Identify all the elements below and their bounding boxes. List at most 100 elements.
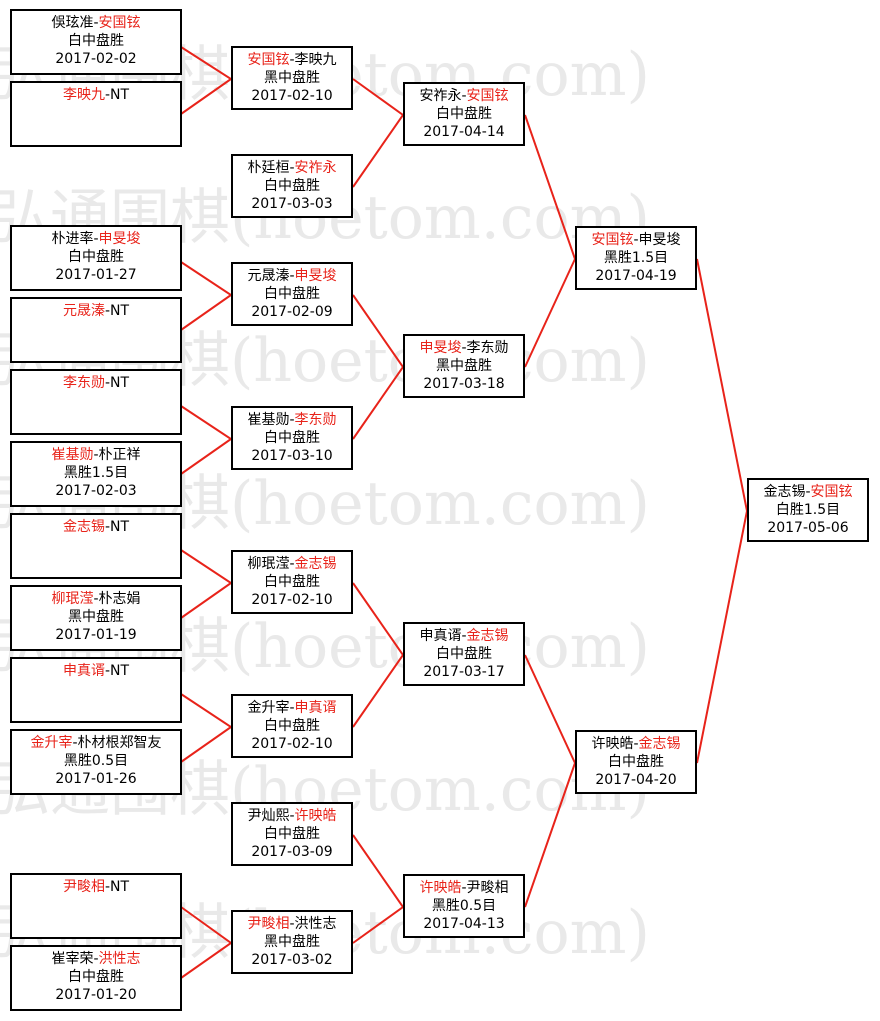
match-box-r2-6: 金升宰-申真谞 白中盘胜 2017-02-10 bbox=[231, 694, 353, 758]
match-players: 朴廷桓-安祚永 bbox=[247, 160, 337, 176]
player-name: 朴志娟 bbox=[98, 591, 141, 607]
player-name: 尹灿熙 bbox=[247, 808, 290, 824]
match-players: 尹畯相-洪性志 bbox=[247, 916, 337, 932]
match-players: 柳珉滢-朴志娟 bbox=[51, 591, 141, 607]
match-players: 元晟溱-NT bbox=[62, 303, 130, 319]
match-result: 白中盘胜 bbox=[68, 249, 124, 265]
connector-line bbox=[180, 549, 233, 619]
player-name: NT bbox=[110, 519, 130, 535]
player-name: 柳珉滢 bbox=[247, 556, 290, 572]
match-result: 白中盘胜 bbox=[608, 754, 664, 770]
player-name-winner: 洪性志 bbox=[98, 951, 141, 967]
connector-line bbox=[352, 78, 405, 188]
match-date: 2017-03-02 bbox=[251, 952, 333, 968]
match-result: 黑胜0.5目 bbox=[63, 753, 129, 769]
player-name-winner: 尹畯相 bbox=[247, 916, 290, 932]
player-name-winner: 申旻埈 bbox=[98, 231, 141, 247]
match-players: 金志锡-安国铉 bbox=[763, 484, 853, 500]
player-name: 朴材根郑智友 bbox=[77, 735, 162, 751]
connector-line bbox=[180, 906, 233, 979]
connector-line bbox=[352, 294, 405, 440]
match-players: 尹畯相-NT bbox=[62, 879, 130, 895]
player-name: NT bbox=[110, 87, 130, 103]
match-players: 许映皓-金志锡 bbox=[591, 736, 681, 752]
match-result: 白中盘胜 bbox=[264, 574, 320, 590]
match-result: 白中盘胜 bbox=[68, 969, 124, 985]
player-name: 金志锡 bbox=[763, 484, 806, 500]
player-name: 元晟溱 bbox=[247, 268, 290, 284]
match-players: 申真谞-NT bbox=[62, 663, 130, 679]
player-name-winner: 申旻埈 bbox=[419, 340, 462, 356]
match-result: 黑胜0.5目 bbox=[431, 898, 497, 914]
match-result: 白中盘胜 bbox=[436, 646, 492, 662]
match-date: 2017-01-26 bbox=[55, 771, 137, 787]
match-date: 2017-03-03 bbox=[251, 196, 333, 212]
player-name-winner: 申旻埈 bbox=[294, 268, 337, 284]
player-name-winner: 安国铉 bbox=[247, 52, 290, 68]
match-box-r2-1: 安国铉-李映九 黑中盘胜 2017-02-10 bbox=[231, 46, 353, 110]
match-box-r1-7: 金志锡-NT bbox=[10, 513, 182, 579]
match-date: 2017-02-10 bbox=[251, 592, 333, 608]
match-box-r1-1: 俁玹准-安国铉 白中盘胜 2017-02-02 bbox=[10, 9, 182, 75]
match-box-r1-9: 申真谞-NT bbox=[10, 657, 182, 723]
match-players: 金升宰-申真谞 bbox=[247, 700, 337, 716]
match-date: 2017-02-03 bbox=[55, 483, 137, 499]
player-name-winner: 金志锡 bbox=[466, 628, 509, 644]
match-result: 白中盘胜 bbox=[264, 286, 320, 302]
match-box-r1-11: 尹畯相-NT bbox=[10, 873, 182, 939]
connector-line bbox=[180, 46, 233, 115]
match-date: 2017-01-19 bbox=[55, 627, 137, 643]
match-box-r1-4: 元晟溱-NT bbox=[10, 297, 182, 363]
match-date: 2017-01-27 bbox=[55, 267, 137, 283]
match-box-r2-8: 尹畯相-洪性志 黑中盘胜 2017-03-02 bbox=[231, 910, 353, 974]
match-result: 白中盘胜 bbox=[264, 178, 320, 194]
match-date: 2017-05-06 bbox=[767, 520, 849, 536]
match-box-r1-5: 李东勋-NT bbox=[10, 369, 182, 435]
match-players: 俁玹准-安国铉 bbox=[51, 15, 141, 31]
match-players: 崔基勋-朴正祥 bbox=[51, 447, 141, 463]
match-box-r1-3: 朴进率-申旻埈 白中盘胜 2017-01-27 bbox=[10, 225, 182, 291]
match-box-r2-2: 朴廷桓-安祚永 白中盘胜 2017-03-03 bbox=[231, 154, 353, 218]
match-date: 2017-04-14 bbox=[423, 124, 505, 140]
match-players: 申旻埈-李东勋 bbox=[419, 340, 509, 356]
match-box-r3-2: 申旻埈-李东勋 黑中盘胜 2017-03-18 bbox=[403, 334, 525, 398]
player-name: 金升宰 bbox=[247, 700, 290, 716]
match-box-final: 金志锡-安国铉 白胜1.5目 2017-05-06 bbox=[747, 478, 869, 542]
match-result: 白胜1.5目 bbox=[775, 502, 841, 518]
match-box-r3-3: 申真谞-金志锡 白中盘胜 2017-03-17 bbox=[403, 622, 525, 686]
player-name-winner: 申真谞 bbox=[294, 700, 337, 716]
player-name: NT bbox=[110, 879, 130, 895]
match-result: 黑中盘胜 bbox=[264, 70, 320, 86]
player-name: NT bbox=[110, 303, 130, 319]
match-box-r4-1: 安国铉-申旻埈 黑胜1.5目 2017-04-19 bbox=[575, 226, 697, 290]
player-name-winner: 李东勋 bbox=[62, 375, 105, 391]
player-name-winner: 安国铉 bbox=[810, 484, 853, 500]
player-name-winner: 李映九 bbox=[62, 87, 105, 103]
match-box-r1-2: 李映九-NT bbox=[10, 81, 182, 147]
connector-line bbox=[696, 258, 749, 764]
match-date: 2017-04-19 bbox=[595, 268, 677, 284]
match-result: 白中盘胜 bbox=[264, 826, 320, 842]
player-name-winner: 金志锡 bbox=[294, 556, 337, 572]
player-name-winner: 元晟溱 bbox=[62, 303, 105, 319]
player-name: 朴进率 bbox=[51, 231, 94, 247]
match-result: 黑中盘胜 bbox=[68, 609, 124, 625]
match-box-r3-4: 许映皓-尹畯相 黑胜0.5目 2017-04-13 bbox=[403, 874, 525, 938]
player-name-winner: 安国铉 bbox=[98, 15, 141, 31]
match-box-r2-3: 元晟溱-申旻埈 白中盘胜 2017-02-09 bbox=[231, 262, 353, 326]
match-box-r1-8: 柳珉滢-朴志娟 黑中盘胜 2017-01-19 bbox=[10, 585, 182, 651]
match-box-r2-7: 尹灿熙-许映皓 白中盘胜 2017-03-09 bbox=[231, 802, 353, 866]
match-players: 尹灿熙-许映皓 bbox=[247, 808, 337, 824]
match-box-r1-6: 崔基勋-朴正祥 黑胜1.5目 2017-02-03 bbox=[10, 441, 182, 507]
player-name-winner: 崔基勋 bbox=[51, 447, 94, 463]
match-box-r4-2: 许映皓-金志锡 白中盘胜 2017-04-20 bbox=[575, 730, 697, 794]
player-name: 崔宰荣 bbox=[51, 951, 94, 967]
player-name-winner: 尹畯相 bbox=[62, 879, 105, 895]
match-result: 白中盘胜 bbox=[68, 33, 124, 49]
player-name-winner: 金志锡 bbox=[62, 519, 105, 535]
match-box-r1-10: 金升宰-朴材根郑智友 黑胜0.5目 2017-01-26 bbox=[10, 729, 182, 795]
match-date: 2017-03-18 bbox=[423, 376, 505, 392]
match-players: 许映皓-尹畯相 bbox=[419, 880, 509, 896]
player-name: 安祚永 bbox=[419, 88, 462, 104]
match-box-r2-5: 柳珉滢-金志锡 白中盘胜 2017-02-10 bbox=[231, 550, 353, 614]
